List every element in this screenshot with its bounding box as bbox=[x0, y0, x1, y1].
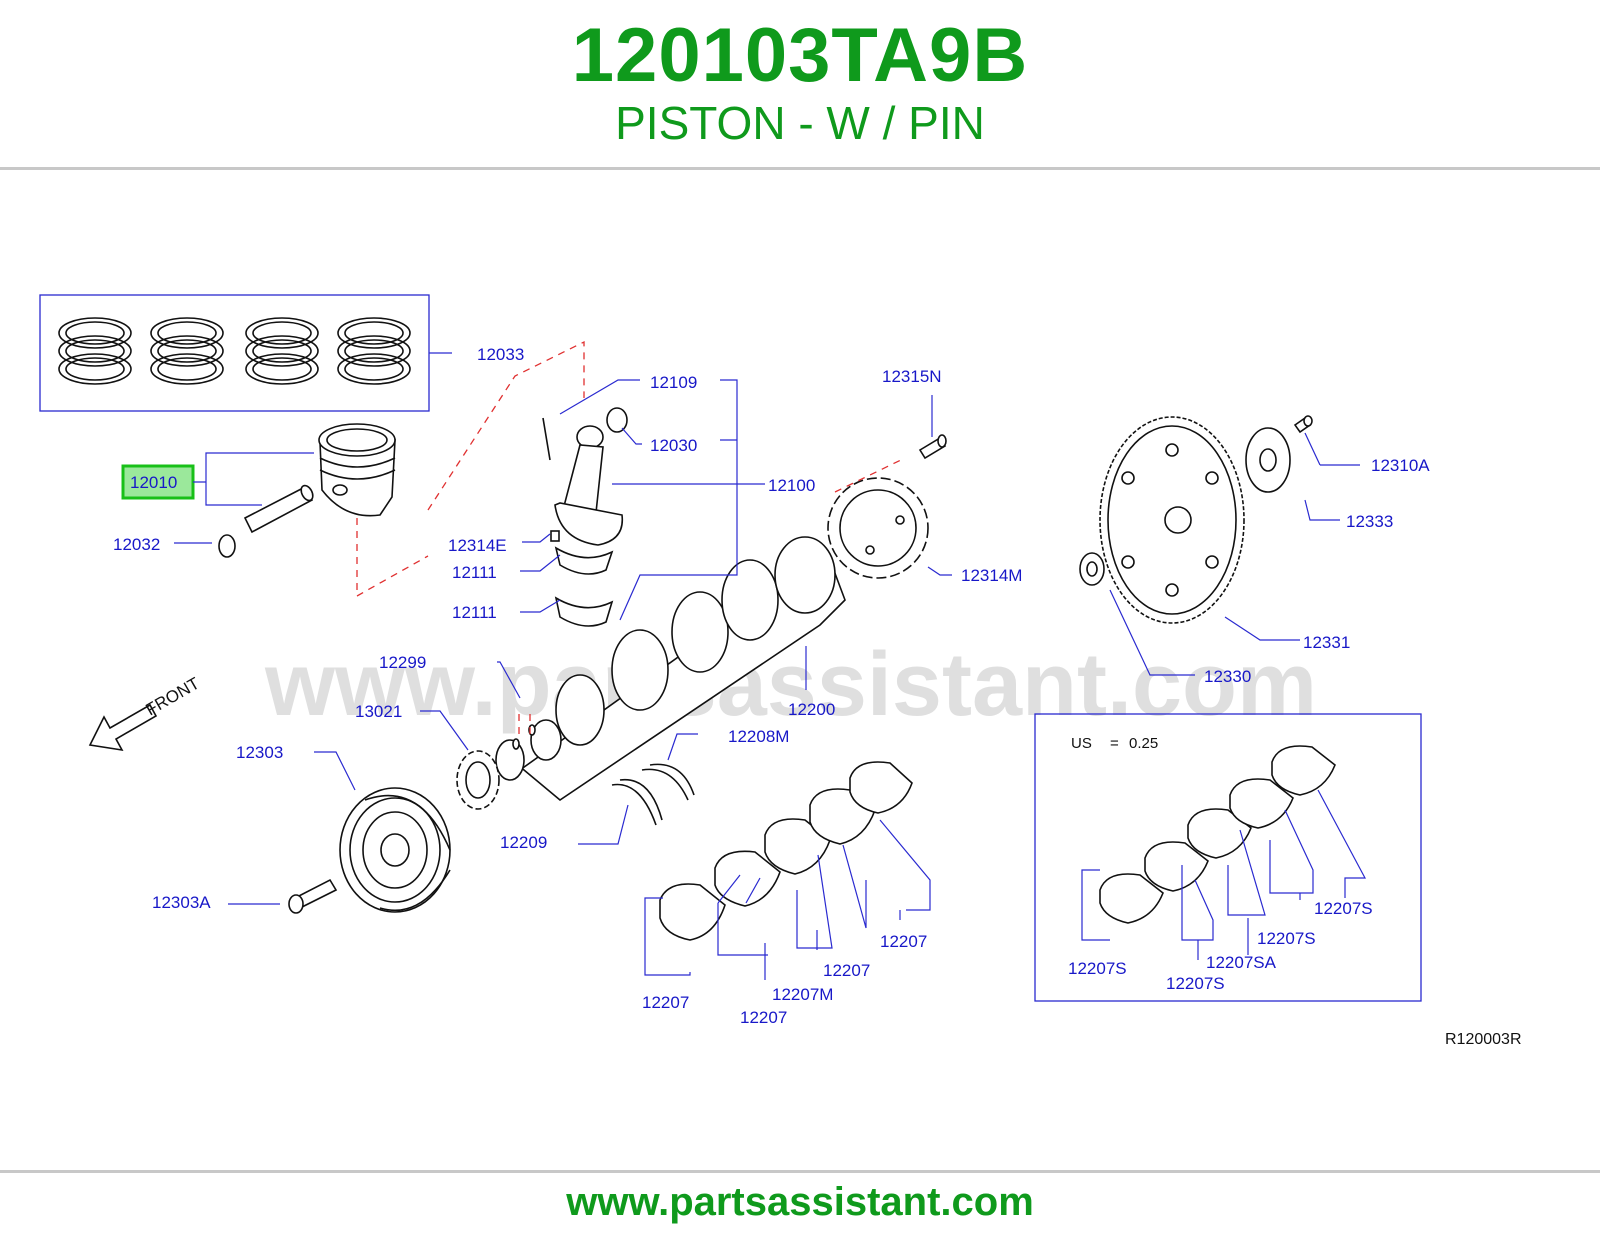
pilot-bushing-illustration bbox=[1079, 552, 1105, 586]
flywheel-bolt-illustration bbox=[1293, 415, 1313, 434]
page-header: 120103TA9B PISTON - W / PIN bbox=[0, 0, 1600, 168]
callout-12207-c[interactable]: 12207 bbox=[823, 961, 870, 980]
callout-12303A[interactable]: 12303A bbox=[152, 893, 211, 912]
pulley-bolt-illustration bbox=[288, 878, 338, 914]
crank-gear-illustration bbox=[456, 750, 500, 810]
undersize-equals: = bbox=[1110, 735, 1119, 752]
callout-12209[interactable]: 12209 bbox=[500, 833, 547, 852]
callout-13021[interactable]: 13021 bbox=[355, 702, 402, 721]
callout-12010[interactable]: 12010 bbox=[130, 473, 177, 492]
main-bearing-set-illustration bbox=[659, 761, 913, 941]
header-divider bbox=[0, 167, 1600, 170]
flywheel-plate-illustration bbox=[1245, 427, 1291, 493]
snap-ring-illustration bbox=[218, 534, 236, 558]
undersize-bearing-set-illustration bbox=[1099, 745, 1336, 924]
callout-12111-lower[interactable]: 12111 bbox=[452, 603, 497, 622]
callout-12331[interactable]: 12331 bbox=[1303, 633, 1350, 652]
crank-pulley-illustration bbox=[339, 787, 451, 913]
crankshaft-illustration bbox=[495, 536, 846, 801]
part-number-title: 120103TA9B bbox=[571, 13, 1029, 98]
callout-12315N[interactable]: 12315N bbox=[882, 367, 942, 386]
callout-12200[interactable]: 12200 bbox=[788, 700, 835, 719]
callout-12111-upper[interactable]: 12111 bbox=[452, 563, 497, 582]
callout-12333[interactable]: 12333 bbox=[1346, 512, 1393, 531]
piston-illustration bbox=[318, 423, 396, 517]
callout-12299[interactable]: 12299 bbox=[379, 653, 426, 672]
callout-12207M[interactable]: 12207M bbox=[772, 985, 833, 1004]
callout-12330[interactable]: 12330 bbox=[1204, 667, 1251, 686]
undersize-value: 0.25 bbox=[1129, 735, 1158, 752]
callout-12207-a[interactable]: 12207 bbox=[642, 993, 689, 1012]
callout-12208M[interactable]: 12208M bbox=[728, 727, 789, 746]
piston-ring-set-illustration bbox=[58, 317, 411, 385]
footer-url[interactable]: www.partsassistant.com bbox=[566, 1180, 1034, 1224]
sprocket-bolt-illustration bbox=[918, 434, 947, 460]
callout-12207S-a[interactable]: 12207S bbox=[1068, 959, 1127, 978]
callout-12207S-d[interactable]: 12207S bbox=[1314, 899, 1373, 918]
crank-sprocket-illustration bbox=[827, 477, 929, 579]
connecting-rod-illustration bbox=[542, 407, 628, 627]
thrust-washer-illustration bbox=[611, 763, 695, 826]
callout-12314M[interactable]: 12314M bbox=[961, 566, 1022, 585]
callout-12207S-b[interactable]: 12207S bbox=[1166, 974, 1225, 993]
callout-12310A[interactable]: 12310A bbox=[1371, 456, 1430, 475]
undersize-bearing-frame bbox=[1034, 713, 1422, 1002]
callout-12033[interactable]: 12033 bbox=[477, 345, 524, 364]
leader-lines bbox=[174, 379, 1367, 980]
part-name-subtitle: PISTON - W / PIN bbox=[615, 97, 985, 149]
callout-12030[interactable]: 12030 bbox=[650, 436, 697, 455]
piston-pin-illustration bbox=[243, 484, 314, 534]
callout-12100[interactable]: 12100 bbox=[768, 476, 815, 495]
callout-12207SA[interactable]: 12207SA bbox=[1206, 953, 1277, 972]
watermark: www.partsassistant.com bbox=[264, 635, 1317, 735]
front-arrow-icon bbox=[88, 703, 158, 752]
piston-ring-set-frame bbox=[39, 294, 430, 412]
callout-12207-b[interactable]: 12207 bbox=[740, 1008, 787, 1027]
reference-code: R120003R bbox=[1445, 1031, 1522, 1048]
flywheel-illustration bbox=[1099, 416, 1245, 624]
callout-12314E[interactable]: 12314E bbox=[448, 536, 507, 555]
undersize-label: US bbox=[1071, 735, 1092, 752]
callout-12303[interactable]: 12303 bbox=[236, 743, 283, 762]
callout-12109[interactable]: 12109 bbox=[650, 373, 697, 392]
footer-divider bbox=[0, 1170, 1600, 1173]
callout-12207-d[interactable]: 12207 bbox=[880, 932, 927, 951]
front-label: FRONT bbox=[143, 674, 203, 720]
callout-12032[interactable]: 12032 bbox=[113, 535, 160, 554]
callout-12207S-c[interactable]: 12207S bbox=[1257, 929, 1316, 948]
